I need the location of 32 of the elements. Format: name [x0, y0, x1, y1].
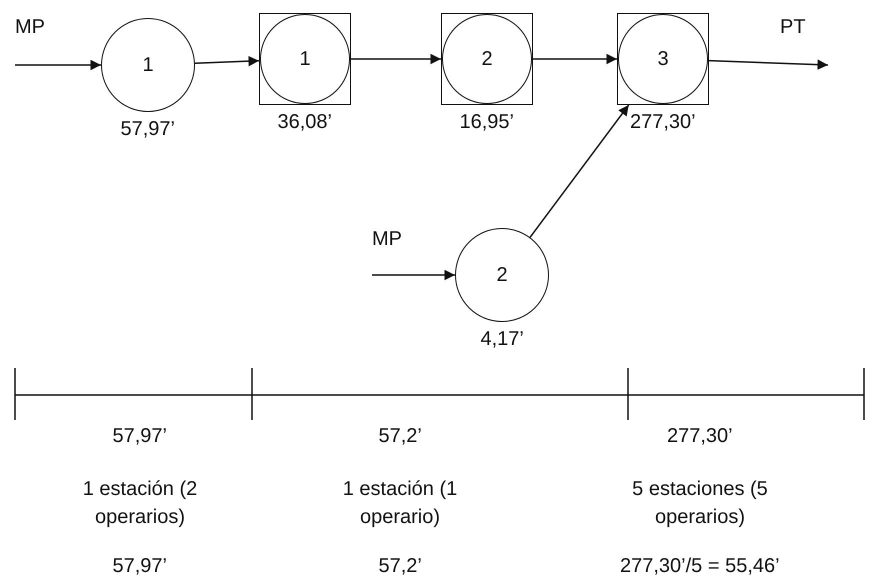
station-note: 1 estación (2 operarios): [82, 477, 198, 530]
node-label: 3: [657, 48, 669, 70]
arrow: [15, 60, 101, 70]
node-label: 1: [142, 54, 154, 76]
time-label: 277,30’/5 = 55,46’: [620, 555, 780, 578]
material-label: MP: [372, 228, 402, 251]
combined-operation-symbol: [441, 13, 533, 105]
arrow: [372, 270, 455, 280]
time-label: 36,08’: [278, 111, 332, 134]
node-label: 2: [481, 48, 493, 70]
time-label: 57,97’: [120, 118, 175, 141]
arrow: [194, 56, 260, 66]
node-label: 2: [496, 264, 508, 286]
arrow: [533, 54, 617, 64]
time-label: 16,95’: [460, 111, 514, 134]
time-label: 57,2’: [378, 425, 422, 448]
arrow: [351, 54, 441, 64]
arrow: [529, 104, 630, 238]
time-label: 57,2’: [378, 555, 422, 578]
combined-operation-symbol: [617, 13, 709, 105]
material-label: PT: [780, 16, 806, 39]
arrow: [708, 59, 828, 70]
time-label: 57,97’: [112, 555, 167, 578]
station-note: 5 estaciones (5 operarios): [631, 477, 769, 530]
station-note: 1 estación (1 operario): [342, 477, 458, 530]
time-label: 57,97’: [112, 425, 167, 448]
time-label: 277,30’: [667, 425, 733, 448]
material-label: MP: [15, 16, 45, 39]
combined-operation-symbol: [259, 13, 351, 105]
time-label: 277,30’: [630, 111, 696, 134]
time-label: 4,17’: [480, 328, 524, 351]
node-label: 1: [299, 48, 311, 70]
